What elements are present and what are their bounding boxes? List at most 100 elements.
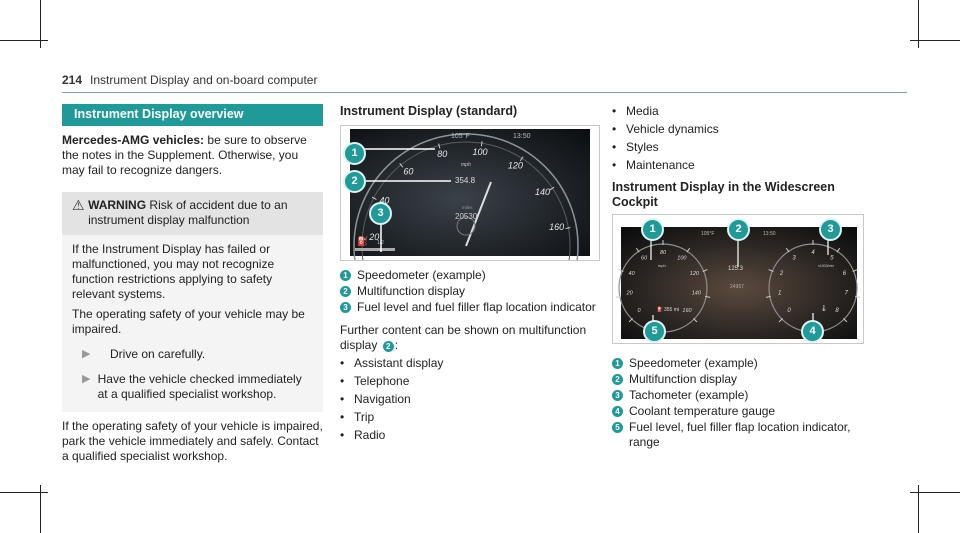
intro-text: be sure to observe the notes in the Supp… xyxy=(62,133,307,177)
crop-mark xyxy=(918,0,919,48)
gauge-tick-label: 80 xyxy=(660,250,667,256)
column-standard-display: Instrument Display (standard) xyxy=(340,104,600,119)
arrow-icon: ▶ xyxy=(82,348,91,360)
widescreen-heading: Instrument Display in the Widescreen Coc… xyxy=(612,180,835,209)
bullet-text: Media xyxy=(626,104,659,118)
gauge-tick-label: 100 xyxy=(472,147,487,157)
bullet-text: Telephone xyxy=(354,374,410,388)
header-rule xyxy=(62,92,907,93)
gauge-tick-label: 5 xyxy=(830,256,834,262)
bullet-item: •Assistant display xyxy=(340,356,600,371)
gauge-tick-label: 40 xyxy=(629,271,636,277)
callout-3: 3 xyxy=(369,202,392,225)
coolant-temperature-icon: 🌡 xyxy=(820,304,828,312)
legend-number: 3 xyxy=(340,302,351,313)
callout-1: 1 xyxy=(641,218,664,241)
gauge-tick-label: 0 xyxy=(637,308,641,314)
gauge-tick xyxy=(702,269,708,272)
gauge-tick-label: 140 xyxy=(535,187,550,197)
section-title: Instrument Display and on-board computer xyxy=(90,73,318,87)
bullet-text: Styles xyxy=(626,140,659,154)
gauge-tick-label: 160 xyxy=(549,222,564,232)
intro-paragraph: Mercedes-AMG vehicles: be sure to observ… xyxy=(62,133,323,178)
gauge-tick xyxy=(843,318,848,323)
callout-3: 3 xyxy=(819,218,842,241)
gauge-tick xyxy=(565,227,571,229)
gauge-tick xyxy=(852,269,858,272)
crop-mark xyxy=(910,492,960,493)
gauge-tick-label: 1 xyxy=(778,291,781,297)
legend-number: 4 xyxy=(612,406,623,417)
bullet-item: • Navigation xyxy=(340,392,600,407)
gauge-tick-label: 7 xyxy=(845,291,849,297)
trip-value: 125.3 xyxy=(728,266,744,272)
legend-number: 1 xyxy=(340,270,351,281)
bullet-text: Navigation xyxy=(354,392,411,406)
crop-mark xyxy=(0,492,48,493)
gauge-tick-label: 80 xyxy=(437,149,447,159)
bullet-item: •Radio xyxy=(340,428,600,443)
fuel-pump-icon: ⛽ xyxy=(357,235,368,246)
callout-2: 2 xyxy=(727,218,750,241)
gauge-tick xyxy=(778,318,783,323)
gauge-tick-label: 8 xyxy=(835,308,839,314)
legend-number: 2 xyxy=(340,286,351,297)
odometer-label: miles xyxy=(462,205,473,210)
gauge-tick xyxy=(549,186,555,191)
gauge-tick xyxy=(438,143,441,149)
gauge-tick xyxy=(628,318,633,323)
bullet-item: •Trip xyxy=(340,410,600,425)
gauge-tick-label: 60 xyxy=(641,256,648,262)
gauge-tick xyxy=(519,156,524,162)
gauge-tick-label: 0 xyxy=(787,308,791,314)
speed-unit: mph xyxy=(658,263,666,268)
gauge-tick xyxy=(855,295,861,298)
content-bullets-cont: •Media •Vehicle dynamics •Styles •Mainte… xyxy=(612,104,872,173)
content-colon: : xyxy=(394,338,399,352)
action-step: ▶ Drive on carefully. xyxy=(72,347,313,362)
legend-text: Multifunction display xyxy=(357,284,466,298)
gauge-tick-label: 3 xyxy=(792,256,796,262)
legend-text: Tachometer (example) xyxy=(629,388,749,402)
gauge-tick xyxy=(371,196,377,200)
bullet-dot: • xyxy=(612,122,617,136)
callout-2: 2 xyxy=(343,170,366,193)
bullet-dot: • xyxy=(340,392,345,406)
warning-paragraph: The operating safety of your vehicle may… xyxy=(72,307,305,336)
fuel-level-bar xyxy=(355,248,395,251)
step-text: Drive on carefully. xyxy=(110,347,206,361)
legend-number: 3 xyxy=(612,390,623,401)
column-overview: Instrument Display overview Mercedes-AMG… xyxy=(62,104,323,464)
callout-4: 4 xyxy=(801,320,824,343)
gauge-tick-label: 60 xyxy=(403,166,413,176)
gauge-tick-label: 6 xyxy=(843,271,847,277)
legend-text: Speedometer (example) xyxy=(629,356,758,370)
gauge-tick xyxy=(768,269,774,272)
standard-heading: Instrument Display (standard) xyxy=(340,104,518,118)
bullet-text: Vehicle dynamics xyxy=(626,122,719,136)
column-widescreen: •Media •Vehicle dynamics •Styles •Mainte… xyxy=(612,104,872,210)
legend-text: Multifunction display xyxy=(629,372,738,386)
clock: 13:50 xyxy=(763,231,776,237)
action-step: ▶Have the vehicle checked immediately at… xyxy=(72,372,313,402)
clock: 13:50 xyxy=(513,133,531,140)
callout-5: 5 xyxy=(643,320,666,343)
bullet-dot: • xyxy=(340,374,345,388)
warning-paragraph: If the Instrument Display has failed or … xyxy=(72,242,275,301)
gauge-tick xyxy=(836,247,841,253)
callout-1: 1 xyxy=(343,142,366,165)
bullet-dot: • xyxy=(340,410,345,424)
gauge-tick-label: 4 xyxy=(811,250,815,256)
warning-label: WARNING xyxy=(88,198,147,212)
speed-unit: mph xyxy=(461,162,471,168)
